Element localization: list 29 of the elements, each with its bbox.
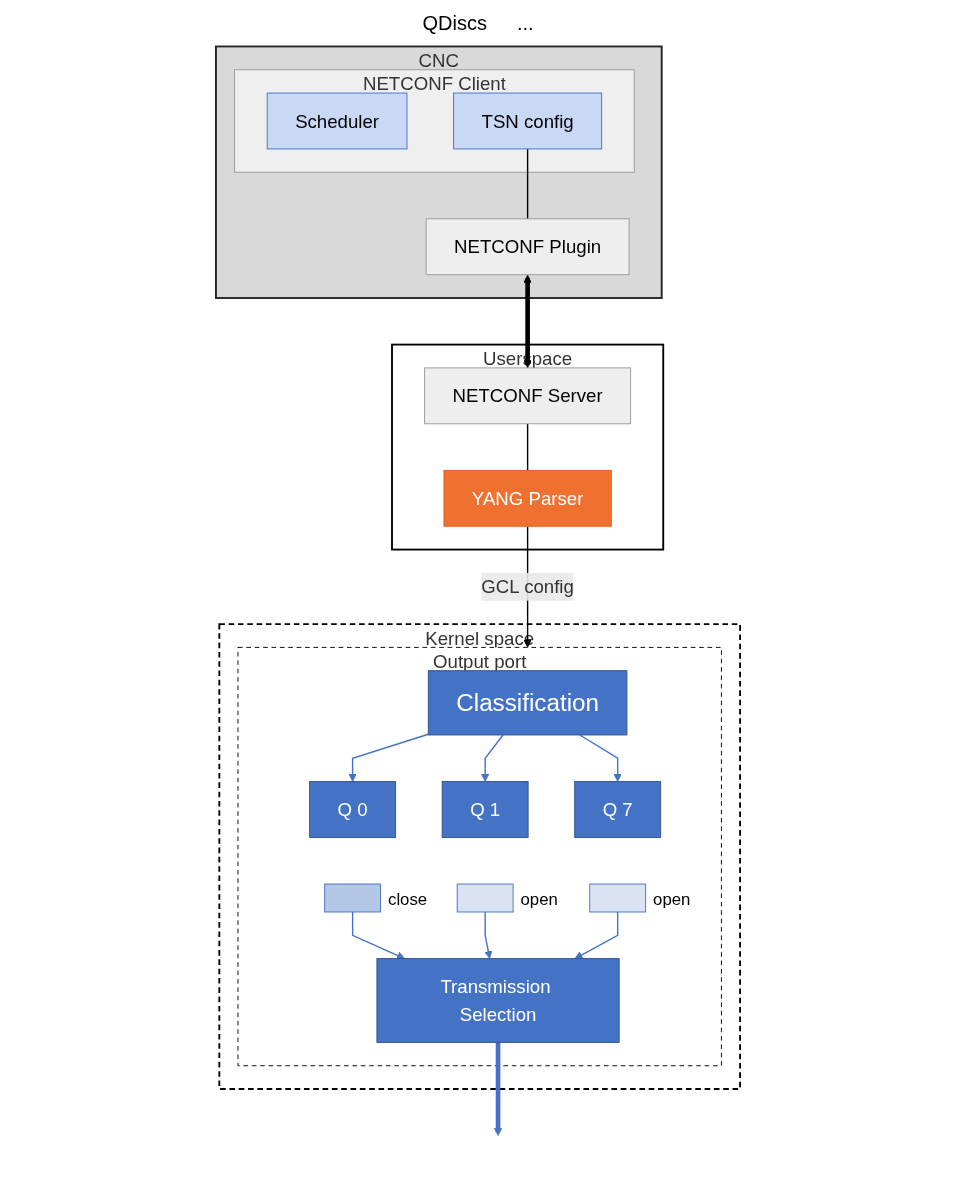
connector: [526, 148, 529, 220]
arrow: [481, 734, 504, 782]
node-box: [456, 883, 514, 913]
note-text: ...: [516, 12, 534, 35]
node-box: Q 1: [441, 781, 529, 838]
node-box: Scheduler: [266, 92, 408, 150]
edge-label: GCL config: [481, 576, 574, 598]
arrow: [579, 734, 622, 782]
arrow: [493, 1042, 503, 1136]
node-box: Classification: [427, 670, 628, 736]
node-box: TSN config: [453, 92, 603, 150]
node-box: Q 0: [309, 781, 397, 838]
gate-state-label: close: [388, 889, 428, 909]
node-box: NETCONF Server: [424, 367, 632, 425]
arrow: [348, 733, 429, 782]
node-box: Transmission Selection: [376, 958, 620, 1043]
arrow: [574, 911, 619, 959]
node-box: Q 7: [574, 781, 662, 838]
node-box: NETCONF Plugin: [425, 218, 630, 276]
connector: [526, 423, 529, 472]
arrow: [351, 911, 405, 960]
node-box: [324, 883, 382, 913]
arrow: [484, 911, 493, 959]
gate-state-label: open: [653, 889, 691, 909]
node-box: [589, 883, 647, 913]
note-text: QDiscs: [422, 12, 487, 35]
node-box: YANG Parser: [443, 469, 612, 527]
gate-state-label: open: [520, 889, 558, 909]
arrow: [523, 274, 532, 369]
